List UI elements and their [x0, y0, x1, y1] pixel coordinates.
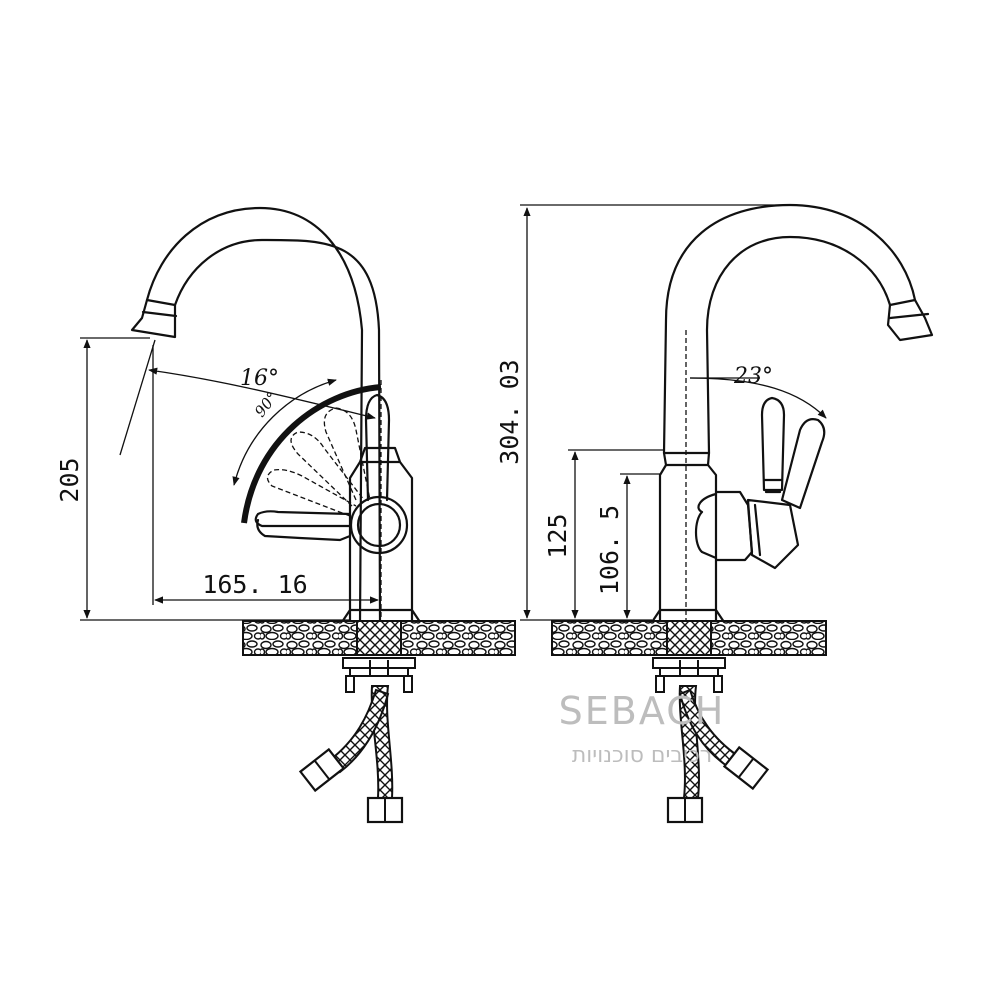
side-hose-nut-side — [722, 745, 770, 791]
front-mounting-hardware — [342, 657, 416, 693]
front-16-angle-arc — [148, 367, 376, 420]
front-spout — [145, 206, 382, 625]
watermark-subtitle: רכיבים סוכנויות — [572, 743, 712, 768]
front-hose-nut-side — [298, 747, 346, 793]
side-angle-23: 23° — [733, 364, 773, 389]
side-handle-upright — [760, 396, 786, 494]
watermark-brand: SEBACH — [559, 689, 726, 733]
front-angle-90: 90° — [251, 388, 282, 420]
side-mounting-hardware — [652, 657, 726, 693]
side-spout-tip — [886, 298, 934, 342]
front-view: 16° 90° 205 165. 16 — [55, 206, 516, 824]
side-handle-base — [746, 498, 800, 570]
front-angle-16: 16° — [240, 366, 279, 391]
front-width-label: 165. 16 — [202, 570, 307, 599]
front-spout-angle-line — [119, 339, 156, 456]
front-handle-hub-inner — [356, 502, 402, 548]
side-handle-tilted — [780, 418, 826, 510]
side-total-height-label: 304. 03 — [495, 359, 524, 464]
side-body — [650, 451, 726, 624]
side-body-height-label: 125 — [543, 513, 572, 558]
side-23-angle-arc — [689, 377, 827, 419]
side-view: 23° 304. 03 125 106. 5 — [495, 203, 934, 824]
front-handle-hub — [349, 495, 409, 555]
side-spout — [662, 203, 917, 455]
side-cartridge — [694, 490, 754, 562]
side-handle-height-label: 106. 5 — [595, 505, 624, 595]
front-height-label: 205 — [55, 457, 84, 502]
front-spout-tip — [130, 298, 178, 339]
